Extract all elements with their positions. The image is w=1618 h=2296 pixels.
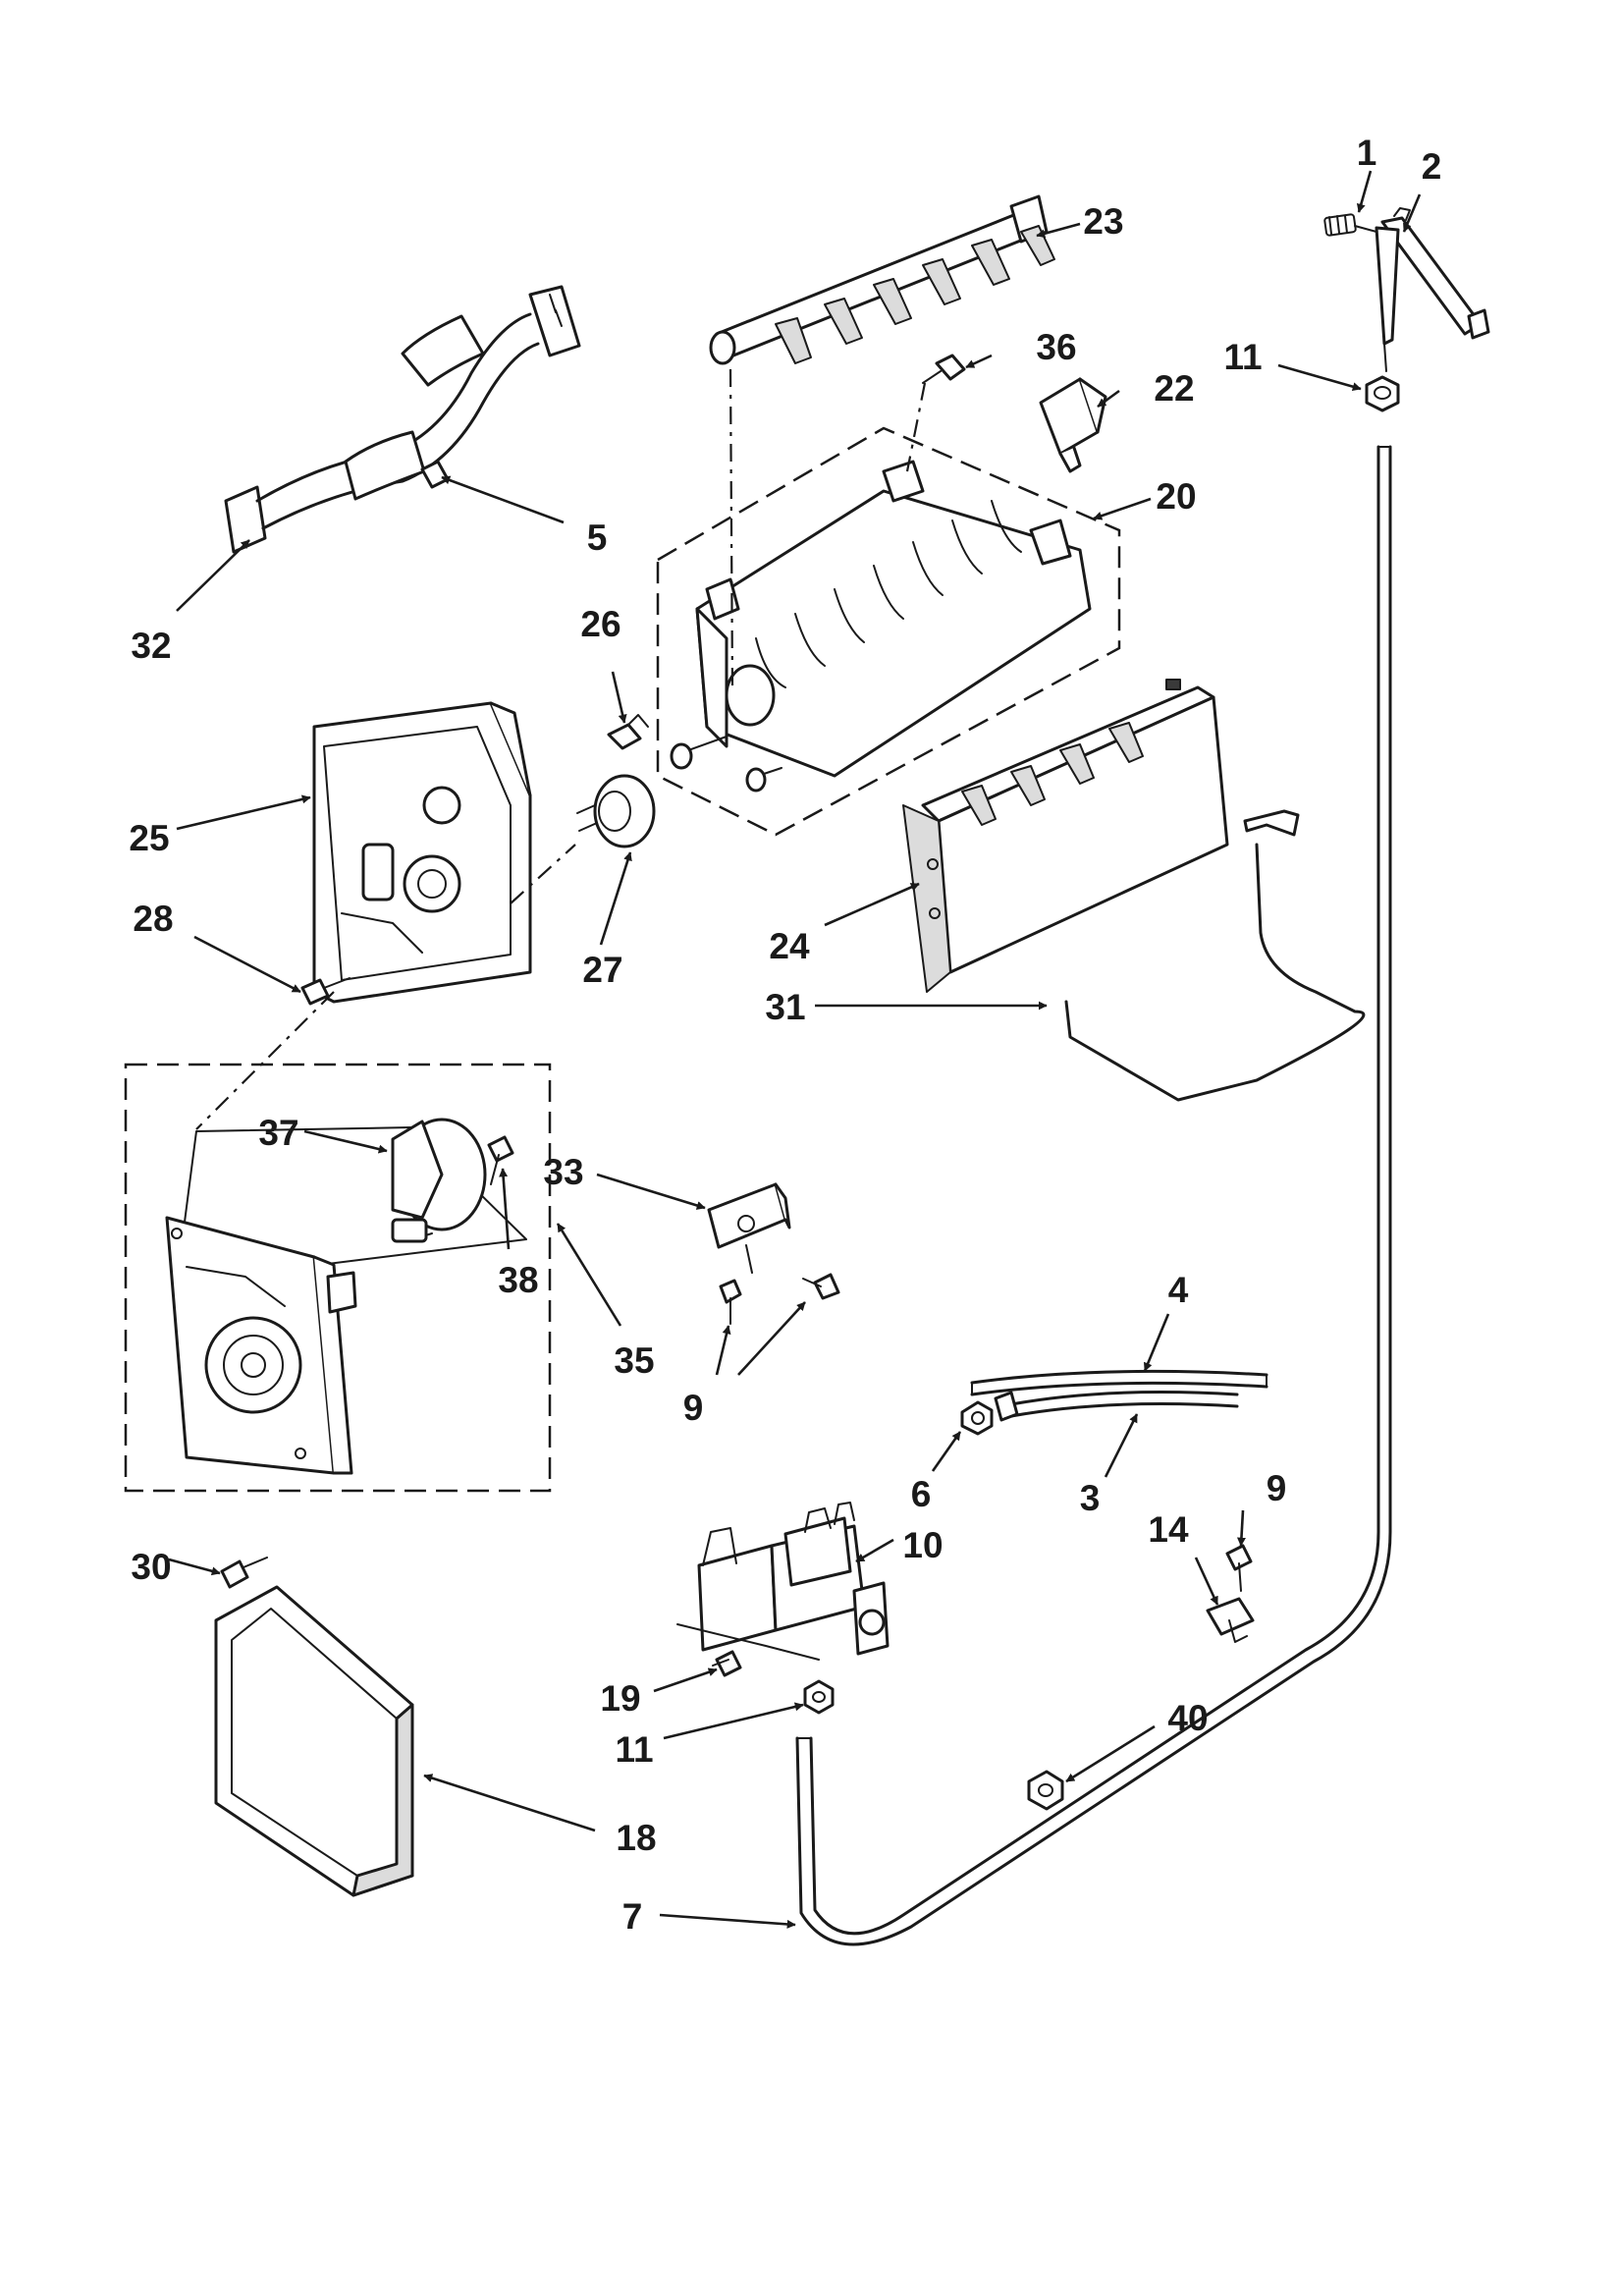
part-30-screw [220, 1557, 268, 1589]
callout-35: 35 [614, 1340, 654, 1381]
callout-32: 32 [131, 626, 171, 666]
callout-9-right: 9 [1267, 1468, 1287, 1508]
callout-9-left: 9 [683, 1388, 704, 1428]
part-27-thermostat [576, 774, 656, 848]
callout-26: 26 [580, 604, 620, 644]
callout-11-bottom: 11 [615, 1729, 653, 1770]
part-11-nut-top [1365, 375, 1400, 412]
callout-28: 28 [133, 899, 173, 939]
part-7-water-tube [795, 445, 1392, 1946]
callout-27: 27 [582, 950, 622, 990]
part-6-nut [960, 1400, 994, 1436]
part-20-ice-mold [656, 426, 1121, 837]
callout-40: 40 [1167, 1698, 1208, 1738]
callout-22: 22 [1154, 368, 1194, 409]
callout-5: 5 [587, 518, 608, 558]
callout-6: 6 [911, 1474, 932, 1514]
part-23-ejector [709, 194, 1055, 365]
part-3-tube [994, 1391, 1239, 1422]
callout-30: 30 [131, 1547, 171, 1587]
callout-2: 2 [1422, 146, 1442, 187]
part-4-tube [970, 1369, 1268, 1396]
part-2-fill-tube [1375, 207, 1490, 372]
part-1-screw [1323, 213, 1377, 237]
callout-37: 37 [258, 1113, 298, 1153]
part-19-screw [712, 1650, 742, 1677]
callout-38: 38 [498, 1260, 538, 1300]
part-35-mounting-plate [165, 1216, 357, 1475]
callout-3: 3 [1080, 1478, 1101, 1518]
part-26-clip [607, 714, 649, 750]
callout-19: 19 [600, 1678, 640, 1719]
callout-20: 20 [1156, 476, 1196, 517]
part-33-bracket [707, 1182, 791, 1274]
part-38-screw [487, 1135, 514, 1185]
callout-23: 23 [1083, 201, 1123, 242]
part-9-screws-pair [719, 1273, 840, 1325]
part-32-wire-harness [224, 285, 581, 554]
part-18-cover [214, 1585, 414, 1897]
part-28-screw [300, 977, 351, 1006]
callout-31: 31 [765, 987, 805, 1027]
part-14-clamp [1206, 1597, 1255, 1643]
part-31-shutoff-arm [1064, 809, 1366, 1102]
part-37-motor [391, 1118, 487, 1243]
alignment-lines [195, 368, 927, 1130]
part-22-fill-cup [1039, 377, 1107, 473]
leader-arrows [168, 170, 1422, 1929]
part-25-control-housing [312, 701, 532, 1004]
callout-18: 18 [616, 1818, 656, 1858]
callout-10: 10 [902, 1525, 943, 1565]
part-10-water-valve [676, 1502, 890, 1661]
callout-labels: 1 2 23 36 22 11 20 5 32 26 25 28 27 24 3… [129, 133, 1441, 1937]
callout-14: 14 [1148, 1509, 1189, 1550]
part-36-screw [922, 354, 966, 384]
part-27-shaft [670, 736, 782, 793]
part-11-nut-bottom [803, 1679, 835, 1715]
callout-36: 36 [1036, 327, 1076, 367]
callout-11-top: 11 [1223, 337, 1262, 377]
callout-7: 7 [622, 1896, 643, 1937]
callout-4: 4 [1168, 1270, 1189, 1310]
callout-33: 33 [543, 1152, 583, 1192]
callout-1: 1 [1357, 133, 1377, 173]
part-40-nut [1027, 1770, 1064, 1811]
callout-24: 24 [769, 926, 810, 966]
part-24-bracket [902, 679, 1229, 993]
part-9-screw-right [1225, 1544, 1253, 1592]
callout-25: 25 [129, 818, 169, 858]
